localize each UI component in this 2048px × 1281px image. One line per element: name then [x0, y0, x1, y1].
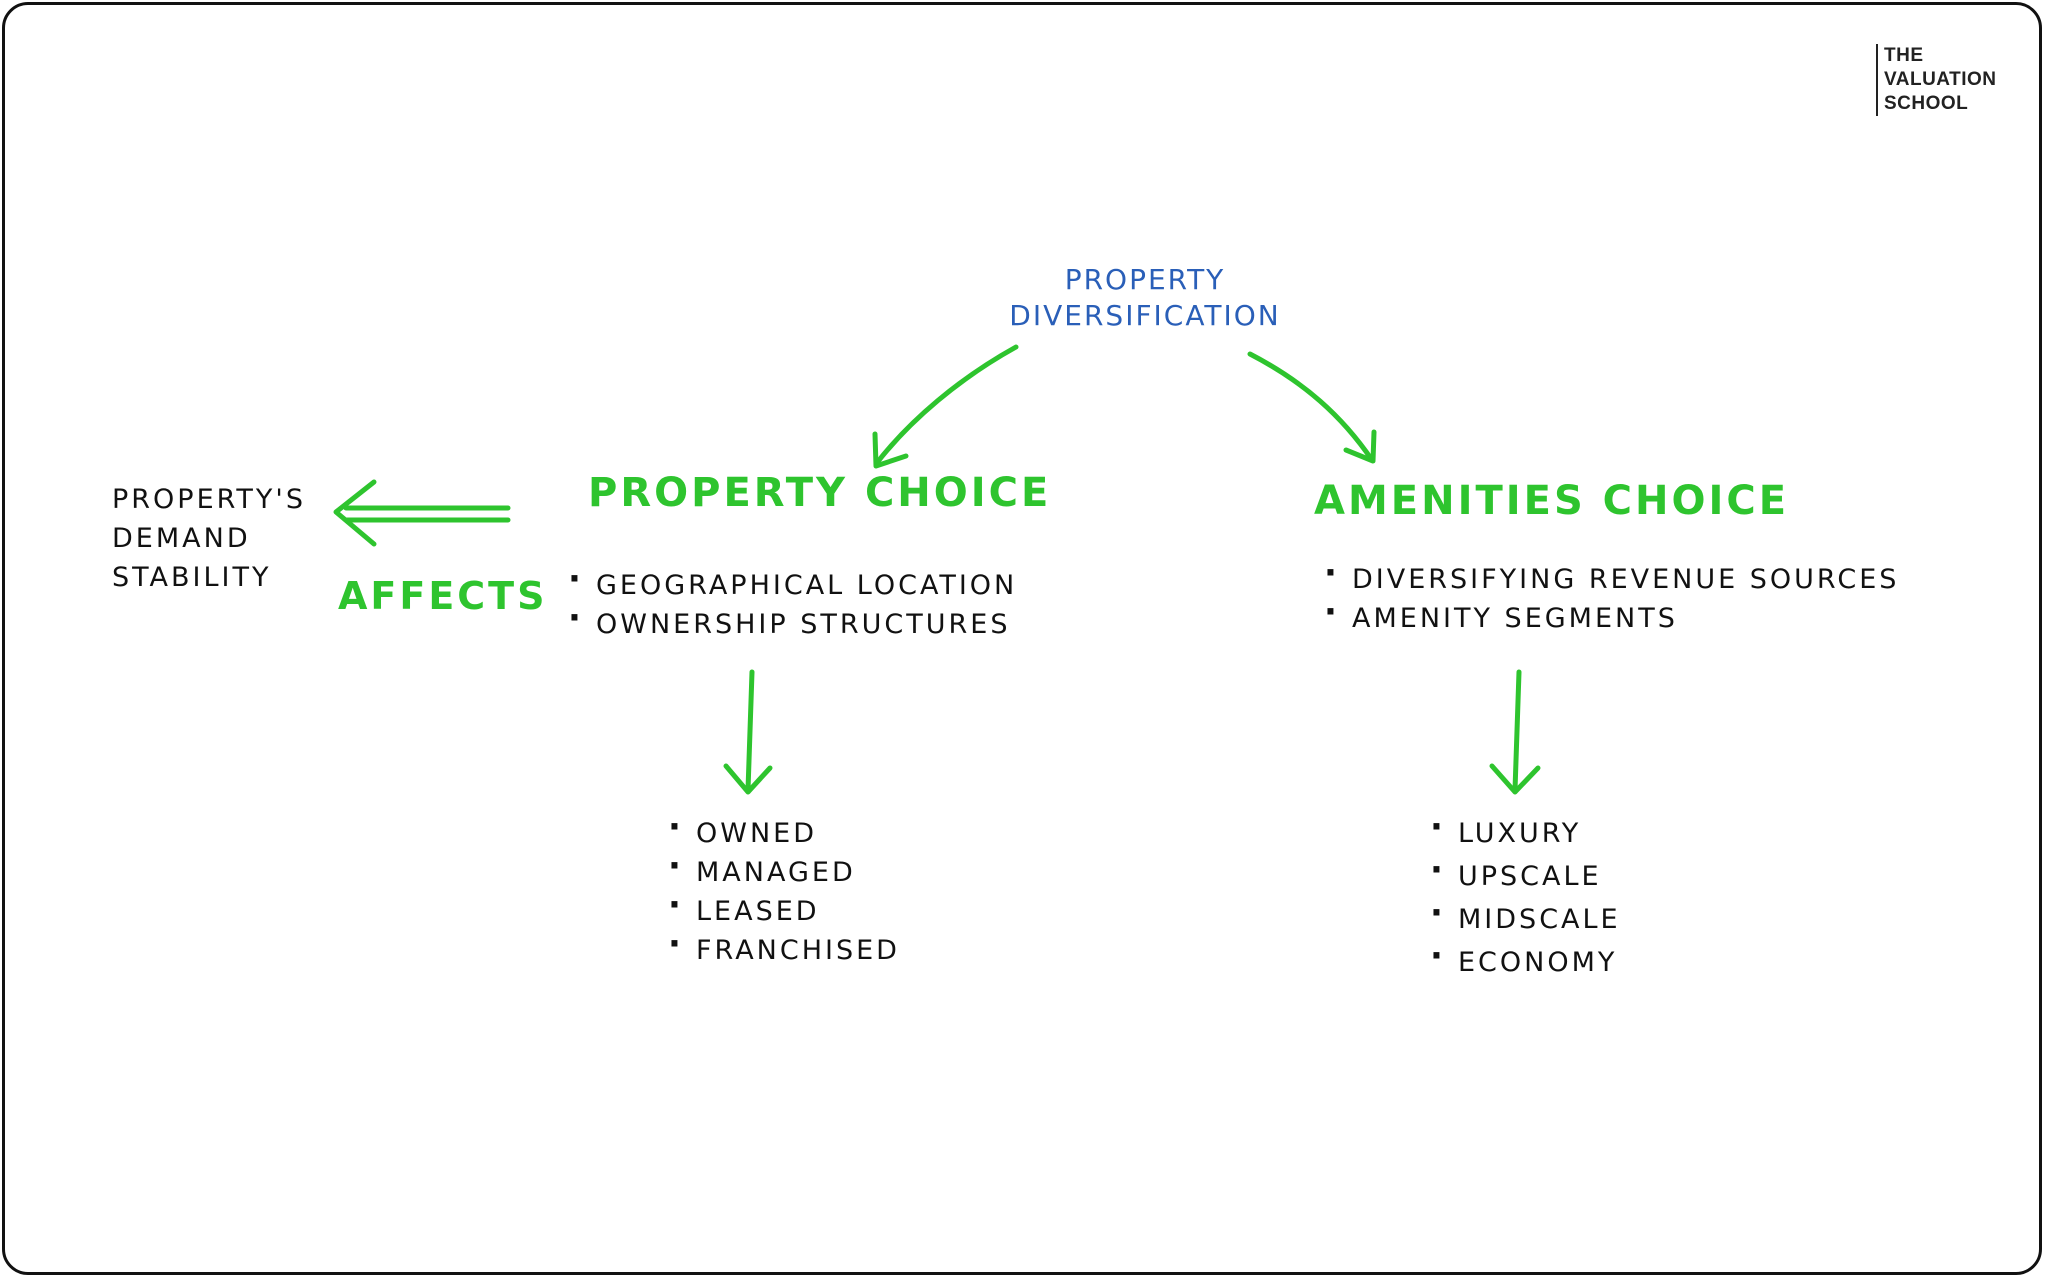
logo-line: VALUATION — [1884, 69, 1997, 90]
list-item: LUXURY — [1428, 806, 1621, 855]
demand-stability-line: STABILITY — [112, 562, 272, 593]
brand-logo: THE VALUATION SCHOOL — [1876, 44, 1997, 116]
ownership-structure-list: OWNED MANAGED LEASED FRANCHISED — [666, 808, 900, 970]
logo-line: THE — [1884, 45, 1924, 66]
list-item: FRANCHISED — [666, 925, 900, 970]
demand-stability-node: PROPERTY'S DEMAND STABILITY — [112, 480, 306, 597]
root-node-line: PROPERTY — [1064, 263, 1226, 296]
list-item: MANAGED — [666, 847, 900, 892]
logo-line: SCHOOL — [1884, 93, 1969, 114]
arrow-to-ownership-list — [745, 669, 755, 793]
list-item: UPSCALE — [1428, 849, 1621, 898]
property-choice-heading: PROPERTY CHOICE — [588, 470, 1052, 516]
list-item: AMENITY SEGMENTS — [1322, 593, 1899, 638]
property-choice-bullets: GEOGRAPHICAL LOCATION OWNERSHIP STRUCTUR… — [566, 560, 1017, 644]
affects-arrow-head — [333, 479, 377, 547]
arrow-head-ownership-list — [723, 763, 773, 795]
root-node-line: DIVERSIFICATION — [1009, 299, 1281, 332]
arrow-to-amenities-choice — [1247, 351, 1375, 463]
list-item: OWNED — [666, 808, 900, 853]
amenities-choice-bullets: DIVERSIFYING REVENUE SOURCES AMENITY SEG… — [1322, 554, 1899, 638]
demand-stability-line: DEMAND — [112, 523, 251, 554]
list-item: ECONOMY — [1428, 935, 1621, 984]
list-item: GEOGRAPHICAL LOCATION — [566, 560, 1017, 605]
arrow-head-segment-list — [1489, 763, 1541, 795]
arrow-head-amenities-choice — [1343, 429, 1377, 464]
list-item: DIVERSIFYING REVENUE SOURCES — [1322, 554, 1899, 599]
arrow-to-property-choice — [873, 344, 1019, 467]
amenities-choice-heading: AMENITIES CHOICE — [1314, 478, 1790, 524]
arrow-to-segment-list — [1512, 669, 1522, 793]
list-item: LEASED — [666, 886, 900, 931]
list-item: OWNERSHIP STRUCTURES — [566, 599, 1017, 644]
arrow-head-property-choice — [872, 431, 909, 469]
list-item: MIDSCALE — [1428, 892, 1621, 941]
demand-stability-line: PROPERTY'S — [112, 484, 306, 515]
amenity-segment-list: LUXURY UPSCALE MIDSCALE ECONOMY — [1428, 806, 1621, 984]
root-node-property-diversification: PROPERTY DIVERSIFICATION — [1000, 262, 1290, 334]
affects-label: AFFECTS — [338, 574, 548, 618]
